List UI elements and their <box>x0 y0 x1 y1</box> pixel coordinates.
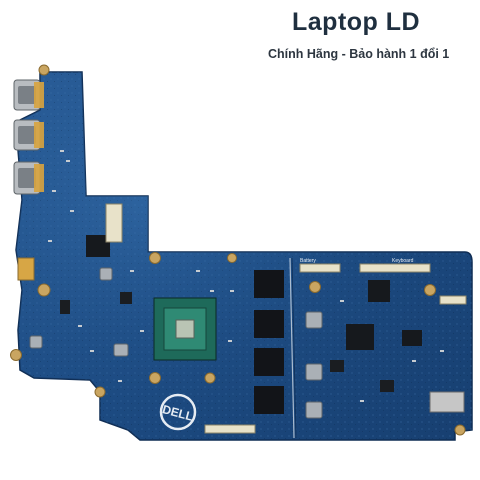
integrated-circuits <box>60 235 422 392</box>
watermark-tagline: Chính Hãng - Bảo hành 1 đổi 1 <box>268 47 450 61</box>
silkscreen-text: Battery Keyboard <box>300 258 414 264</box>
mounting-pads <box>10 64 466 436</box>
ribbon-connectors <box>105 203 467 434</box>
smd-components <box>48 150 444 402</box>
memory-chips <box>254 270 284 414</box>
pcb-board <box>15 71 473 441</box>
io-ports <box>13 79 44 281</box>
battery-silkscreen: Battery <box>300 258 316 264</box>
cpu-chip <box>153 297 217 361</box>
watermark-title: Laptop LD <box>292 8 421 36</box>
keyboard-silkscreen: Keyboard <box>392 258 414 264</box>
inductors <box>29 267 323 419</box>
